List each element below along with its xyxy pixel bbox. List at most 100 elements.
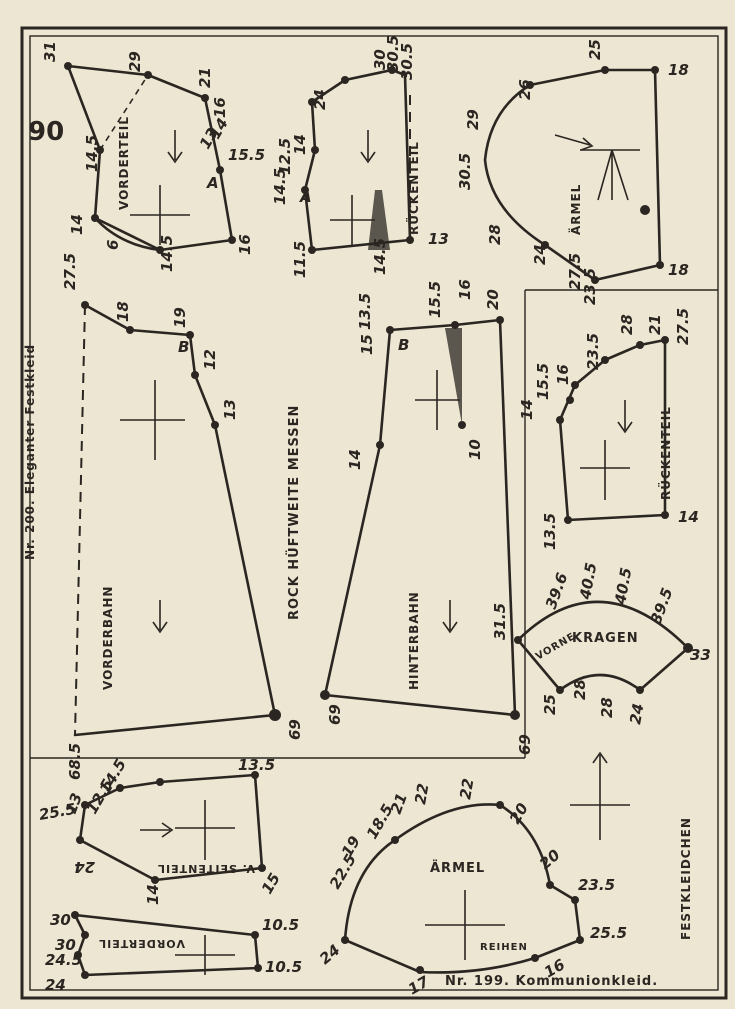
label-rueckenteil-right: RÜCKENTEIL (658, 406, 673, 500)
corner-label: FESTKLEIDCHEN (679, 817, 693, 940)
m-vo-4: 10.5 (262, 916, 299, 934)
m-kr-7: 28 (571, 679, 589, 700)
m-vt-10: 16 (236, 234, 254, 255)
m-hb-8: 69 (516, 734, 534, 755)
m-st-5: 24 (74, 858, 95, 876)
m-vt-6: 15.5 (228, 146, 265, 164)
outer-frame (20, 26, 728, 1000)
m-st-4: 25.5 (38, 800, 78, 824)
label-point-b2: B (398, 336, 409, 354)
piece-rueckenteil-right: RÜCKENTEIL 28 21 27.5 23.5 16 15.5 14 13… (518, 308, 699, 550)
m-ab-1: 22 (411, 782, 432, 806)
piece-aermel-bottom: ÄRMEL REIHEN 21 22 22 20 18.5 19 22.5 20… (316, 777, 627, 998)
piece-aermel-top: ÄRMEL 25 18 26 29 30.5 28 24 23.5 27.5 1… (456, 39, 689, 305)
m-ae-7: 23.5 (581, 268, 599, 305)
m-vt-0: 31 (41, 41, 59, 62)
m-vt-9: 14.5 (158, 235, 176, 272)
m-ab-9: 25.5 (590, 924, 627, 942)
grain-cross-festkleid (570, 770, 630, 840)
m-rr-6: 14 (518, 399, 536, 420)
m-vo-1: 24.5 (45, 951, 82, 969)
m-ae-1: 18 (668, 61, 689, 79)
label-vorderbahn: VORDERBAHN (101, 586, 115, 690)
m-rt-5: 12.5 (276, 138, 294, 175)
m-rr-2: 27.5 (674, 308, 692, 345)
m-vb-3: 12 (201, 349, 219, 370)
m-st-7: 15 (258, 870, 284, 897)
m-vb-6: 68.5 (66, 743, 84, 780)
m-rt-0: 24 (311, 89, 329, 110)
m-rt-9: 11.5 (291, 241, 309, 278)
piece-hinterbahn: HINTERBAHN B 13.5 15 15.5 16 20 10 14 69… (320, 279, 534, 755)
m-rt-3: 30.5 (398, 43, 416, 80)
m-ab-8: 23.5 (578, 876, 615, 894)
m-rr-8: 14 (678, 508, 699, 526)
m-vb-2: 19 (171, 307, 189, 328)
label-vorderteil-top: VORDERTEIL (117, 116, 131, 210)
header-left: Nr. 200. Eleganter Festkleid (23, 344, 37, 560)
m-rr-5: 15.5 (534, 363, 552, 400)
m-vb-0: 27.5 (61, 253, 79, 290)
footer-right: Nr. 199. Kommunionkleid. (445, 974, 658, 989)
m-kr-1: 40.5 (576, 561, 600, 602)
m-vt-2: 21 (196, 67, 214, 88)
m-kr-2: 40.5 (611, 566, 635, 607)
m-vt-7: 14.5 (83, 135, 101, 172)
m-vt-11: 14 (68, 214, 86, 235)
label-seitenteil: V. SEITENTEIL (157, 862, 255, 875)
m-kr-5: 31.5 (491, 603, 509, 640)
m-hb-5: 10 (466, 439, 484, 460)
inner-frame (29, 35, 719, 991)
m-ae-2: 26 (516, 79, 534, 100)
m-ae-3: 29 (464, 109, 482, 130)
piece-vorderbahn: VORDERBAHN B 27.5 18 19 12 13 69 68.5 (61, 253, 304, 780)
piece-kragen: KRAGEN VORNE 39.6 40.5 40.5 39.5 33 31.5… (491, 561, 711, 726)
m-ab-6: 22.5 (326, 851, 360, 892)
m-hb-6: 14 (346, 449, 364, 470)
m-rt-4: 14 (291, 134, 309, 155)
m-kr-6: 25 (541, 694, 559, 715)
m-rt-7: 13 (428, 230, 449, 248)
m-vb-4: 13 (221, 399, 239, 420)
m-rt-2: 30.5 (384, 35, 402, 72)
m-rt-8: 14.5 (371, 238, 389, 275)
piece-rueckenteil-top: RÜCKENTEIL A 24 30 30.5 30.5 14 12.5 14.… (271, 35, 449, 278)
m-hb-0: 13.5 (356, 293, 374, 330)
m-st-6: 14 (144, 884, 162, 905)
label-aermel-top: ÄRMEL (568, 184, 583, 235)
label-vorne: VORNE (534, 631, 578, 663)
m-vo-2: 30 (55, 936, 76, 954)
label-point-a2: A (299, 188, 312, 206)
label-point-a1: A (206, 174, 219, 192)
m-ae-9: 18 (668, 261, 689, 279)
piece-vorderteil-top: VORDERTEIL A 31 29 21 16 14 13 15.5 14.5… (41, 41, 265, 272)
m-kr-0: 39.6 (542, 570, 572, 611)
piece-vorderteil-bottom: VORDERTEIL 30 24.5 30 24 10.5 10.5 (45, 911, 302, 994)
m-vb-5: 69 (286, 719, 304, 740)
m-rt-6: 14.5 (271, 168, 289, 205)
label-rock-hueftweite: ROCK HÜFTWEITE MESSEN (286, 405, 302, 620)
m-ae-4: 30.5 (456, 153, 474, 190)
m-vo-5: 10.5 (265, 958, 302, 976)
m-vb-1: 18 (114, 301, 132, 322)
m-rr-0: 28 (618, 314, 636, 335)
label-point-b1: B (178, 338, 189, 356)
label-aermel-bottom: ÄRMEL (430, 860, 485, 876)
m-vt-3: 16 (211, 97, 229, 118)
m-hb-1: 15 (358, 334, 376, 355)
m-kr-3: 39.5 (647, 585, 677, 626)
m-vt-8: 6 (104, 240, 122, 250)
m-ab-12: 24 (316, 941, 344, 968)
label-rueckenteil-top: RÜCKENTEIL (406, 141, 421, 235)
m-vo-3: 24 (45, 976, 66, 994)
m-ae-0: 25 (586, 39, 604, 60)
label-kragen: KRAGEN (572, 631, 639, 646)
m-ab-2: 22 (456, 777, 477, 801)
label-hinterbahn: HINTERBAHN (407, 591, 421, 690)
m-hb-7: 69 (326, 704, 344, 725)
m-ae-8: 27.5 (566, 253, 584, 290)
m-kr-4: 33 (690, 646, 711, 664)
m-ab-11: 17 (405, 972, 433, 998)
